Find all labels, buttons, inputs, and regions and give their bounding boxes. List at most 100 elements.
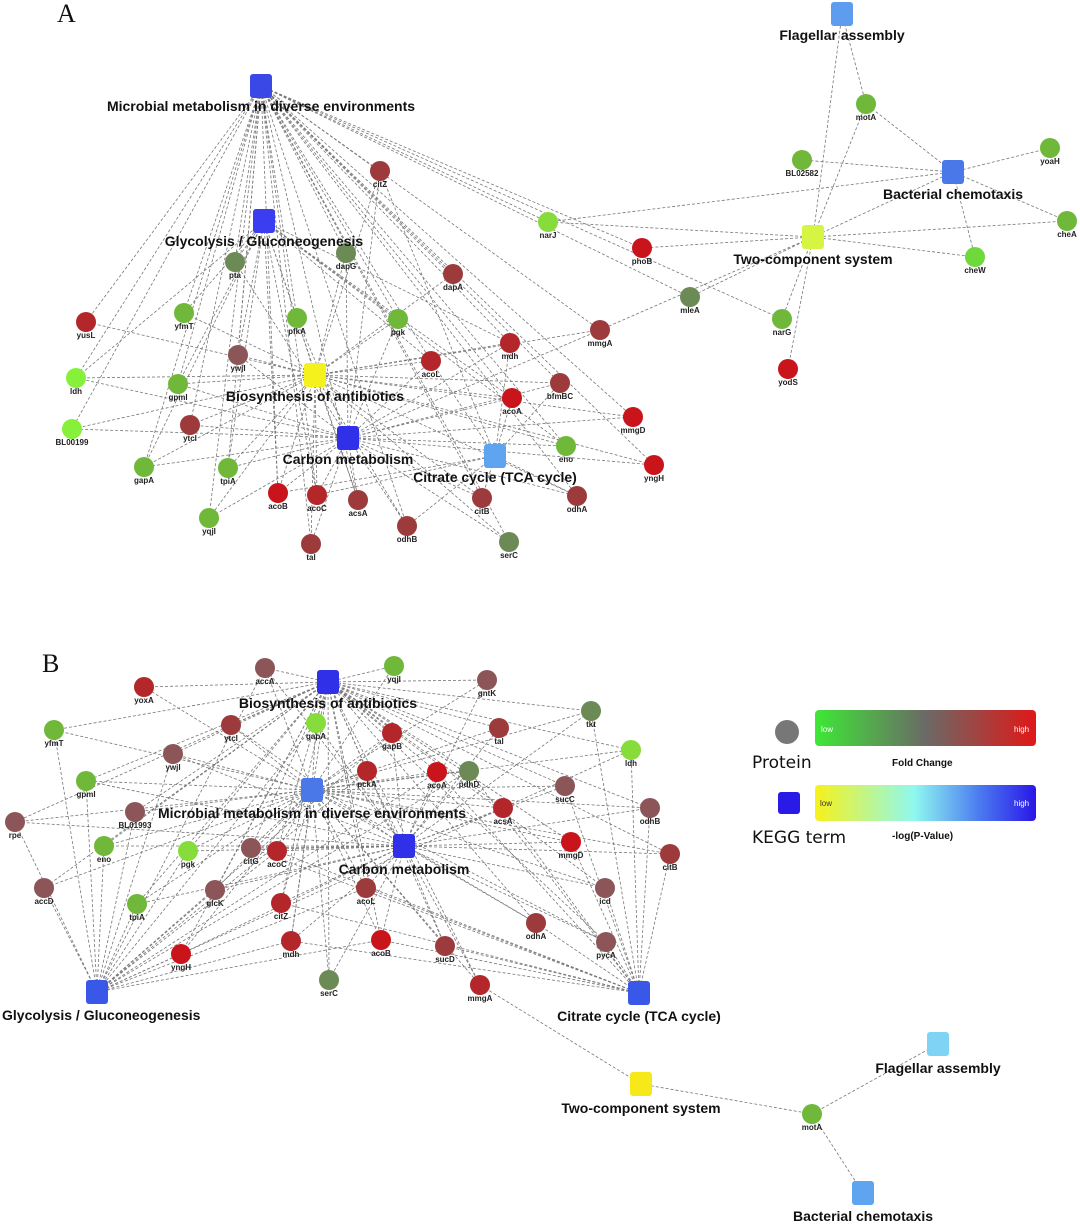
protein-node-a-mmgA[interactable] — [590, 320, 610, 340]
kegg-term-node-a-fla[interactable] — [831, 2, 853, 26]
protein-node-a-acoA[interactable] — [502, 388, 522, 408]
kegg-term-node-a-mme[interactable] — [250, 74, 272, 98]
protein-node-a-pgk[interactable] — [388, 309, 408, 329]
protein-node-a-acoC[interactable] — [307, 485, 327, 505]
protein-node-b-yfmT[interactable] — [44, 720, 64, 740]
protein-node-b-motA[interactable] — [802, 1104, 822, 1124]
protein-node-b-tpiA[interactable] — [127, 894, 147, 914]
protein-node-b-BL01993[interactable] — [125, 802, 145, 822]
protein-node-b-ldh[interactable] — [621, 740, 641, 760]
kegg-term-node-a-car[interactable] — [337, 426, 359, 450]
kegg-term-node-b-tca[interactable] — [628, 981, 650, 1005]
protein-node-b-acsA[interactable] — [493, 798, 513, 818]
protein-node-b-ywjI[interactable] — [163, 744, 183, 764]
protein-node-a-acoL[interactable] — [421, 351, 441, 371]
protein-node-a-serC[interactable] — [499, 532, 519, 552]
protein-node-a-eno[interactable] — [556, 436, 576, 456]
protein-node-a-odhA[interactable] — [567, 486, 587, 506]
kegg-term-node-b-two[interactable] — [630, 1072, 652, 1096]
protein-node-b-rpe[interactable] — [5, 812, 25, 832]
kegg-term-node-b-car[interactable] — [393, 834, 415, 858]
protein-node-a-cheA[interactable] — [1057, 211, 1077, 231]
protein-node-a-narJ[interactable] — [538, 212, 558, 232]
kegg-term-node-b-fla[interactable] — [927, 1032, 949, 1056]
protein-node-b-acoB[interactable] — [371, 930, 391, 950]
protein-node-b-gapA[interactable] — [306, 713, 326, 733]
protein-node-a-gapA[interactable] — [134, 457, 154, 477]
protein-node-b-sucC[interactable] — [555, 776, 575, 796]
kegg-term-node-b-bio[interactable] — [317, 670, 339, 694]
protein-node-a-pfkA[interactable] — [287, 308, 307, 328]
protein-node-a-acsA[interactable] — [348, 490, 368, 510]
protein-node-b-accD[interactable] — [34, 878, 54, 898]
protein-node-a-odhB[interactable] — [397, 516, 417, 536]
protein-node-b-yoxA[interactable] — [134, 677, 154, 697]
protein-node-a-mleA[interactable] — [680, 287, 700, 307]
protein-node-a-mmgD[interactable] — [623, 407, 643, 427]
protein-node-b-glcK[interactable] — [205, 880, 225, 900]
protein-node-b-odhB[interactable] — [640, 798, 660, 818]
protein-node-b-sucD[interactable] — [435, 936, 455, 956]
protein-node-b-odhA[interactable] — [526, 913, 546, 933]
protein-node-b-acoA[interactable] — [427, 762, 447, 782]
protein-node-b-acoL[interactable] — [356, 878, 376, 898]
protein-node-a-ldh[interactable] — [66, 368, 86, 388]
protein-node-b-pckA[interactable] — [357, 761, 377, 781]
protein-node-a-yngH[interactable] — [644, 455, 664, 475]
protein-node-b-yqjI[interactable] — [384, 656, 404, 676]
protein-node-b-gapB[interactable] — [382, 723, 402, 743]
kegg-term-node-b-che[interactable] — [852, 1181, 874, 1205]
protein-node-a-dapG[interactable] — [336, 243, 356, 263]
protein-node-a-citZ[interactable] — [370, 161, 390, 181]
protein-node-b-icd[interactable] — [595, 878, 615, 898]
protein-node-b-accA[interactable] — [255, 658, 275, 678]
protein-node-b-tal[interactable] — [489, 718, 509, 738]
protein-node-a-pta[interactable] — [225, 252, 245, 272]
protein-node-b-eno[interactable] — [94, 836, 114, 856]
protein-node-a-ytcI[interactable] — [180, 415, 200, 435]
protein-node-b-mmgA[interactable] — [470, 975, 490, 995]
protein-node-a-narG[interactable] — [772, 309, 792, 329]
kegg-term-node-a-two[interactable] — [802, 225, 824, 249]
protein-node-b-citG[interactable] — [241, 838, 261, 858]
kegg-term-node-a-che[interactable] — [942, 160, 964, 184]
protein-node-a-cheW[interactable] — [965, 247, 985, 267]
protein-node-a-yodS[interactable] — [778, 359, 798, 379]
protein-node-a-yoaH[interactable] — [1040, 138, 1060, 158]
protein-node-a-tal[interactable] — [301, 534, 321, 554]
protein-node-b-acoC[interactable] — [267, 841, 287, 861]
protein-node-a-BL00199[interactable] — [62, 419, 82, 439]
protein-node-b-pgk[interactable] — [178, 841, 198, 861]
protein-node-a-mdh[interactable] — [500, 333, 520, 353]
protein-node-a-BL02582[interactable] — [792, 150, 812, 170]
protein-node-b-pdhD[interactable] — [459, 761, 479, 781]
protein-node-b-serC[interactable] — [319, 970, 339, 990]
kegg-term-node-b-mme[interactable] — [301, 778, 323, 802]
protein-node-a-yqjI[interactable] — [199, 508, 219, 528]
protein-node-a-motA[interactable] — [856, 94, 876, 114]
protein-node-b-gntK[interactable] — [477, 670, 497, 690]
protein-node-a-gpmI[interactable] — [168, 374, 188, 394]
protein-node-a-citB[interactable] — [472, 488, 492, 508]
kegg-term-node-a-bio[interactable] — [304, 363, 326, 387]
protein-node-a-bfmBC[interactable] — [550, 373, 570, 393]
protein-node-a-phoB[interactable] — [632, 238, 652, 258]
protein-node-a-yfmT[interactable] — [174, 303, 194, 323]
protein-node-b-mdh[interactable] — [281, 931, 301, 951]
protein-node-b-tkt[interactable] — [581, 701, 601, 721]
protein-node-b-citZ[interactable] — [271, 893, 291, 913]
protein-node-a-dapA[interactable] — [443, 264, 463, 284]
protein-node-b-ytcI[interactable] — [221, 715, 241, 735]
kegg-term-node-a-tca[interactable] — [484, 444, 506, 468]
protein-node-b-gpmI[interactable] — [76, 771, 96, 791]
protein-node-a-ywjI[interactable] — [228, 345, 248, 365]
protein-node-a-acoB[interactable] — [268, 483, 288, 503]
protein-node-a-tpiA[interactable] — [218, 458, 238, 478]
protein-node-a-yusL[interactable] — [76, 312, 96, 332]
kegg-term-node-b-gly[interactable] — [86, 980, 108, 1004]
protein-node-b-mmgD[interactable] — [561, 832, 581, 852]
protein-node-b-citB[interactable] — [660, 844, 680, 864]
protein-node-b-yngH[interactable] — [171, 944, 191, 964]
protein-node-b-pycA[interactable] — [596, 932, 616, 952]
kegg-term-node-a-gly[interactable] — [253, 209, 275, 233]
